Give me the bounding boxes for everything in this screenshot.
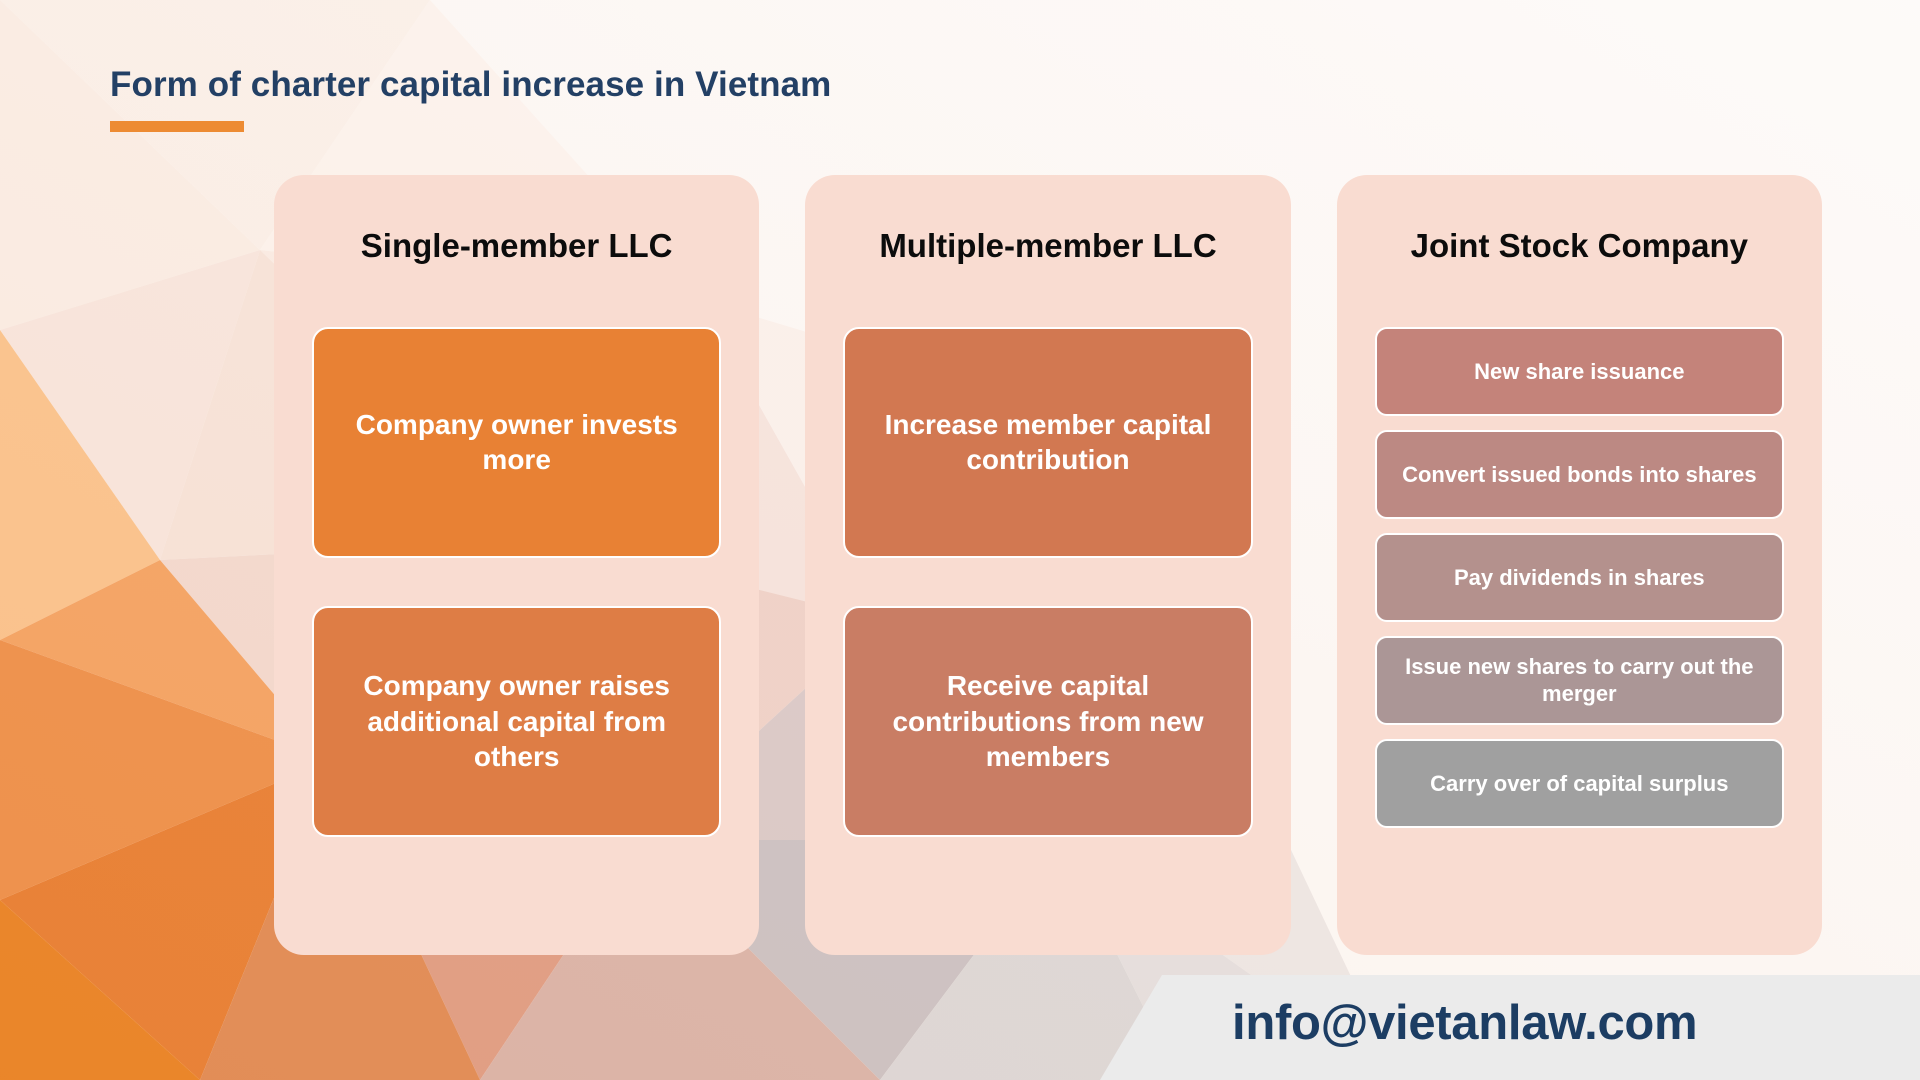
contact-email[interactable]: info@vietanlaw.com (1232, 996, 1698, 1050)
column-header: Multiple-member LLC (879, 227, 1217, 264)
capital-increase-option[interactable]: New share issuance (1374, 326, 1784, 416)
column-items: Increase member capital contribution Rec… (843, 326, 1253, 921)
option-label: Issue new shares to carry out the merger (1405, 653, 1754, 707)
capital-increase-option[interactable]: Convert issued bonds into shares (1374, 429, 1784, 519)
capital-increase-option[interactable]: Carry over of capital surplus (1374, 738, 1784, 828)
capital-increase-option[interactable]: Issue new shares to carry out the merger (1374, 635, 1784, 725)
column-items: Company owner invests more Company owner… (312, 326, 722, 921)
column-joint-stock-company: Joint Stock Company New share issuance C… (1336, 175, 1822, 955)
column-items: New share issuance Convert issued bonds … (1374, 326, 1784, 921)
option-label: Company owner invests more (355, 408, 678, 476)
capital-increase-option[interactable]: Company owner raises additional capital … (312, 605, 722, 837)
capital-increase-option[interactable]: Company owner invests more (312, 326, 722, 558)
column-header: Single-member LLC (360, 227, 673, 264)
option-label: Pay dividends in shares (1453, 564, 1705, 590)
column-multiple-member-llc: Multiple-member LLC Increase member capi… (805, 175, 1291, 955)
page-title: Form of charter capital increase in Viet… (110, 65, 832, 104)
title-block: Form of charter capital increase in Viet… (110, 65, 832, 132)
option-label: Receive capital contributions from new m… (892, 669, 1204, 773)
capital-increase-option[interactable]: Receive capital contributions from new m… (843, 605, 1253, 837)
capital-increase-option[interactable]: Pay dividends in shares (1374, 532, 1784, 622)
title-underline-rule (110, 120, 244, 132)
option-label: Company owner raises additional capital … (363, 669, 670, 773)
option-label: New share issuance (1474, 358, 1685, 384)
columns-container: Single-member LLC Company owner invests … (274, 175, 1822, 955)
option-label: Convert issued bonds into shares (1402, 461, 1757, 487)
column-header: Joint Stock Company (1410, 227, 1749, 264)
option-label: Increase member capital contribution (884, 408, 1212, 476)
column-single-member-llc: Single-member LLC Company owner invests … (274, 175, 760, 955)
option-label: Carry over of capital surplus (1430, 770, 1729, 796)
capital-increase-option[interactable]: Increase member capital contribution (843, 326, 1253, 558)
